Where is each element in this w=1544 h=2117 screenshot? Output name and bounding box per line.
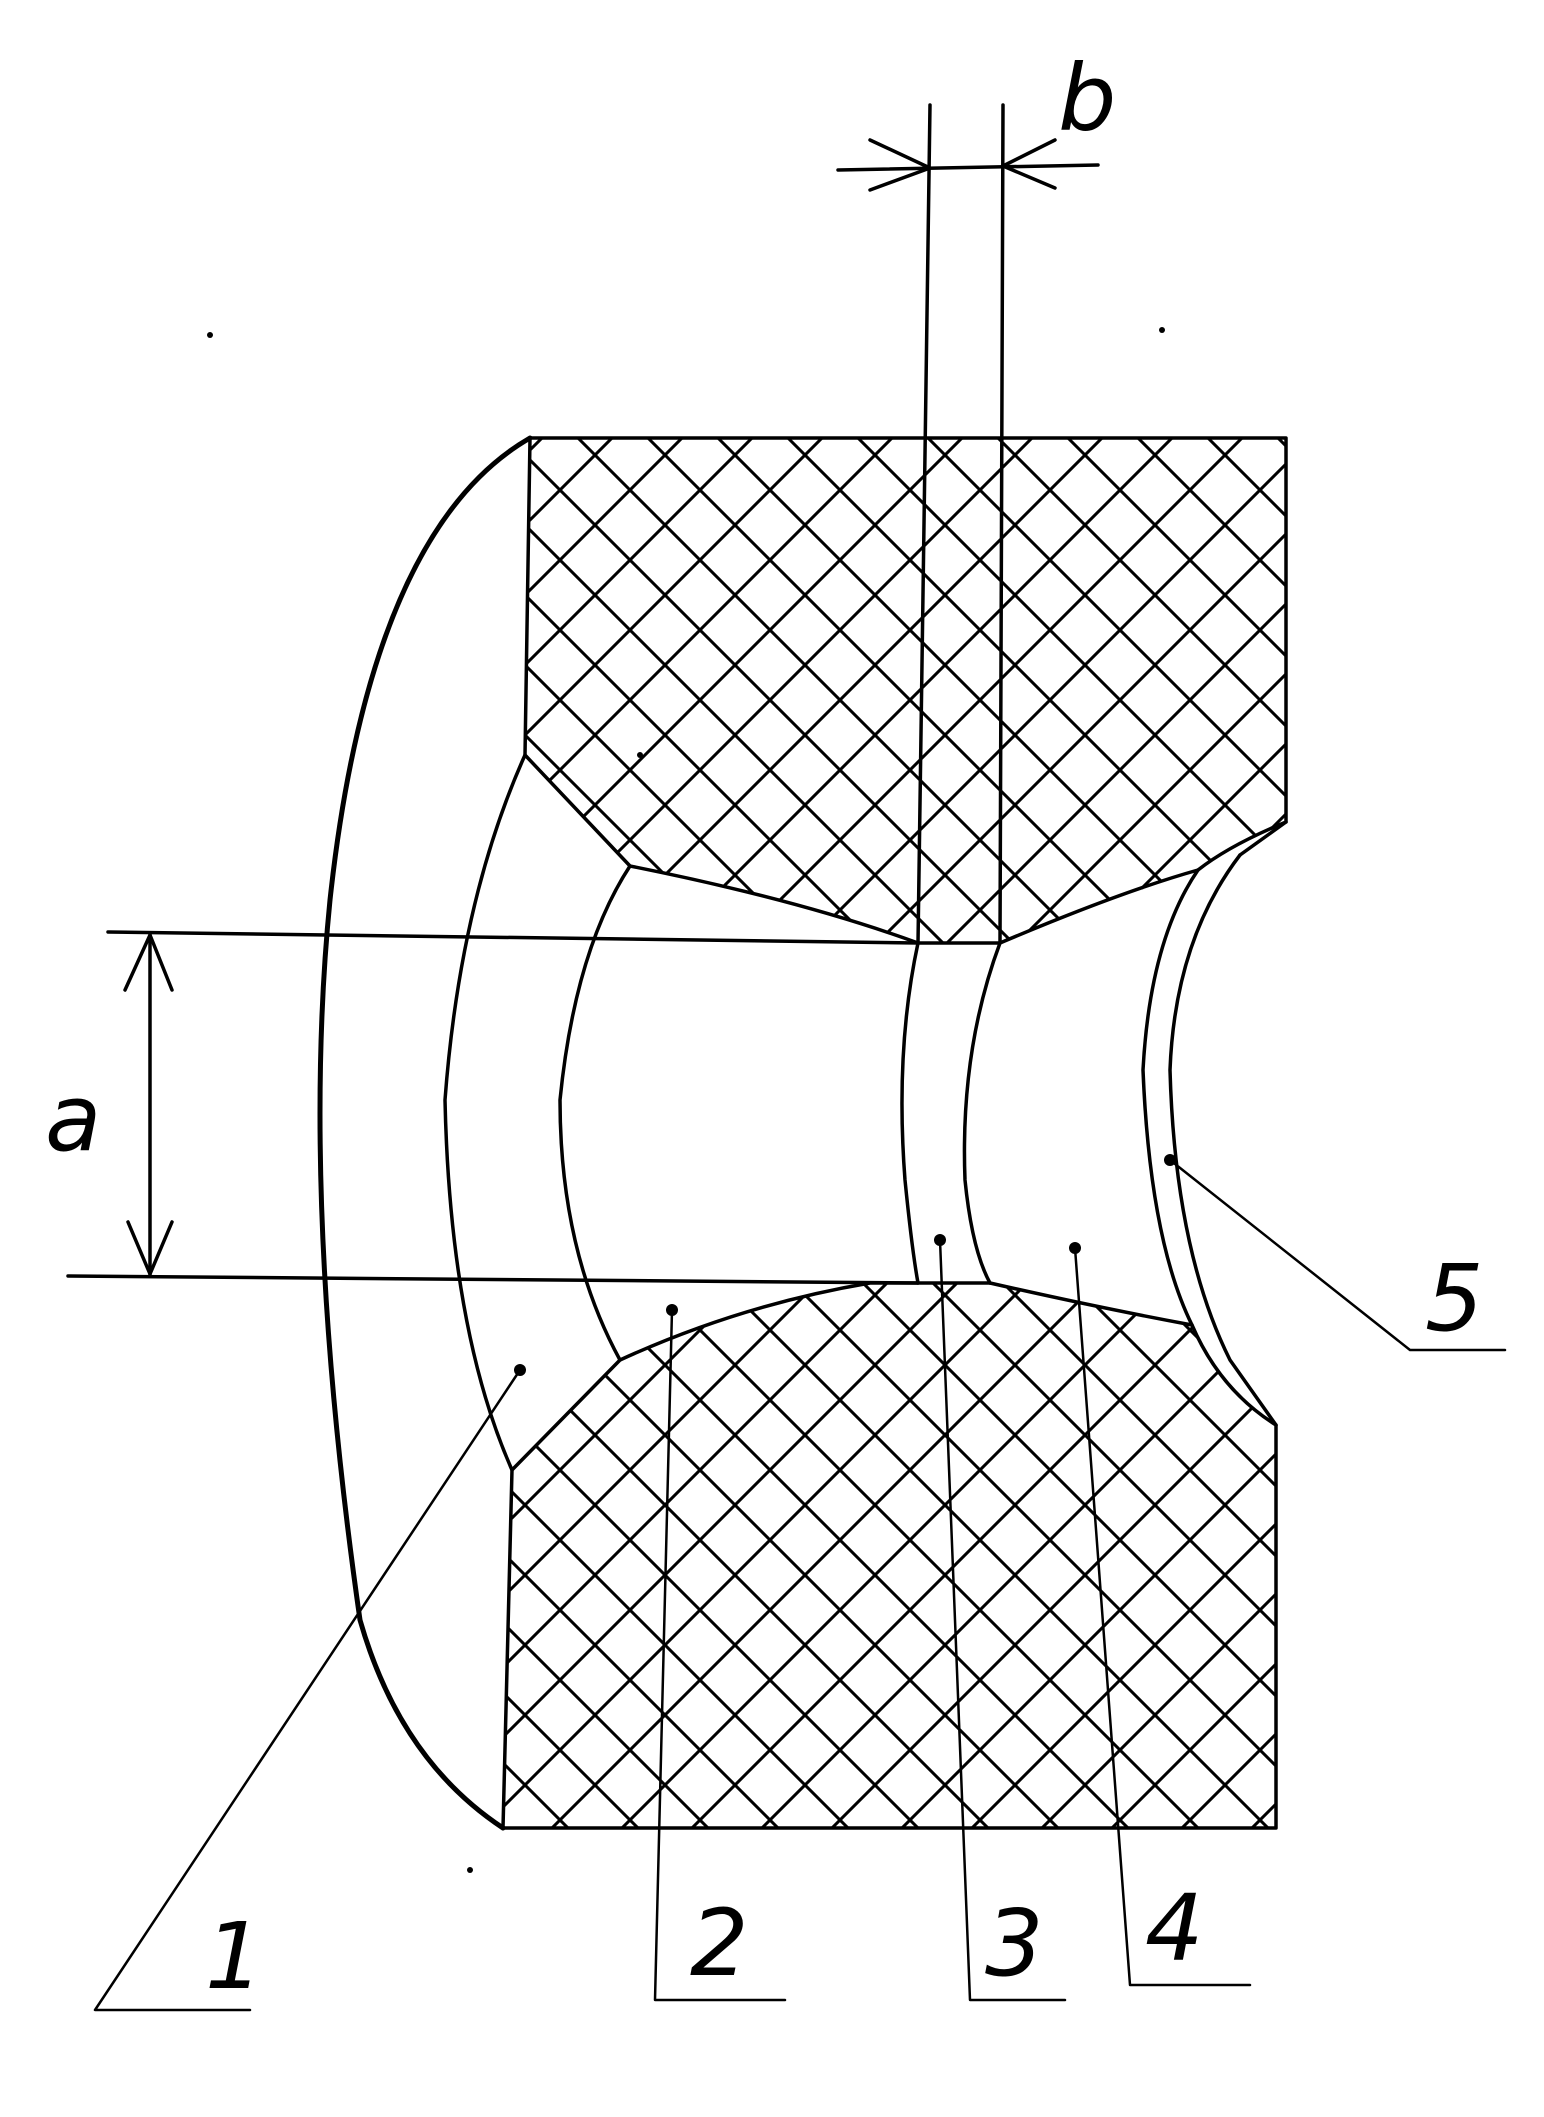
- speck: [207, 332, 213, 338]
- zone-5-boundary-outer: [1168, 853, 1278, 1427]
- label-part-3: 3: [985, 1890, 1044, 1997]
- upper-hatched-section: [523, 436, 1288, 945]
- label-dimension-a: a: [45, 1065, 101, 1172]
- label-dimension-b: b: [1058, 45, 1116, 152]
- label-part-4: 4: [1145, 1875, 1204, 1982]
- leader-line-3: [938, 1238, 1067, 2002]
- dim-a-extension-top: [106, 930, 920, 945]
- dim-b-line: [836, 163, 1100, 172]
- leader-line-4: [1073, 1246, 1252, 1987]
- zone-1-boundary: [443, 753, 527, 1472]
- dim-b-arrow-left: [868, 138, 932, 192]
- dim-a-arrow-top: [123, 933, 174, 992]
- speck: [467, 1867, 473, 1873]
- label-part-1: 1: [205, 1903, 264, 2010]
- speck: [1159, 327, 1165, 333]
- leader-line-1: [93, 1368, 522, 2012]
- speck: [637, 752, 643, 758]
- leader-line-2: [653, 1308, 787, 2002]
- zone-3-boundary-left: [900, 941, 920, 1285]
- dim-a-arrow-bottom: [126, 1220, 174, 1276]
- outer-left-contour: [317, 435, 533, 1831]
- leader-line-5: [1168, 1158, 1507, 1352]
- zone-2-boundary: [558, 864, 632, 1362]
- dim-b-extension-right: [998, 103, 1005, 945]
- dim-b-extension-left: [916, 103, 932, 945]
- lower-hatched-section: [501, 1281, 1278, 1830]
- zone-3-boundary-right: [962, 941, 1002, 1285]
- label-part-2: 2: [690, 1890, 749, 1997]
- zone-5-boundary-inner: [1141, 868, 1200, 1327]
- dim-b-arrow-right: [1001, 138, 1057, 190]
- dim-a-extension-bottom: [66, 1274, 920, 1285]
- label-part-5: 5: [1425, 1245, 1484, 1352]
- zone-5-edge-top: [1238, 820, 1288, 857]
